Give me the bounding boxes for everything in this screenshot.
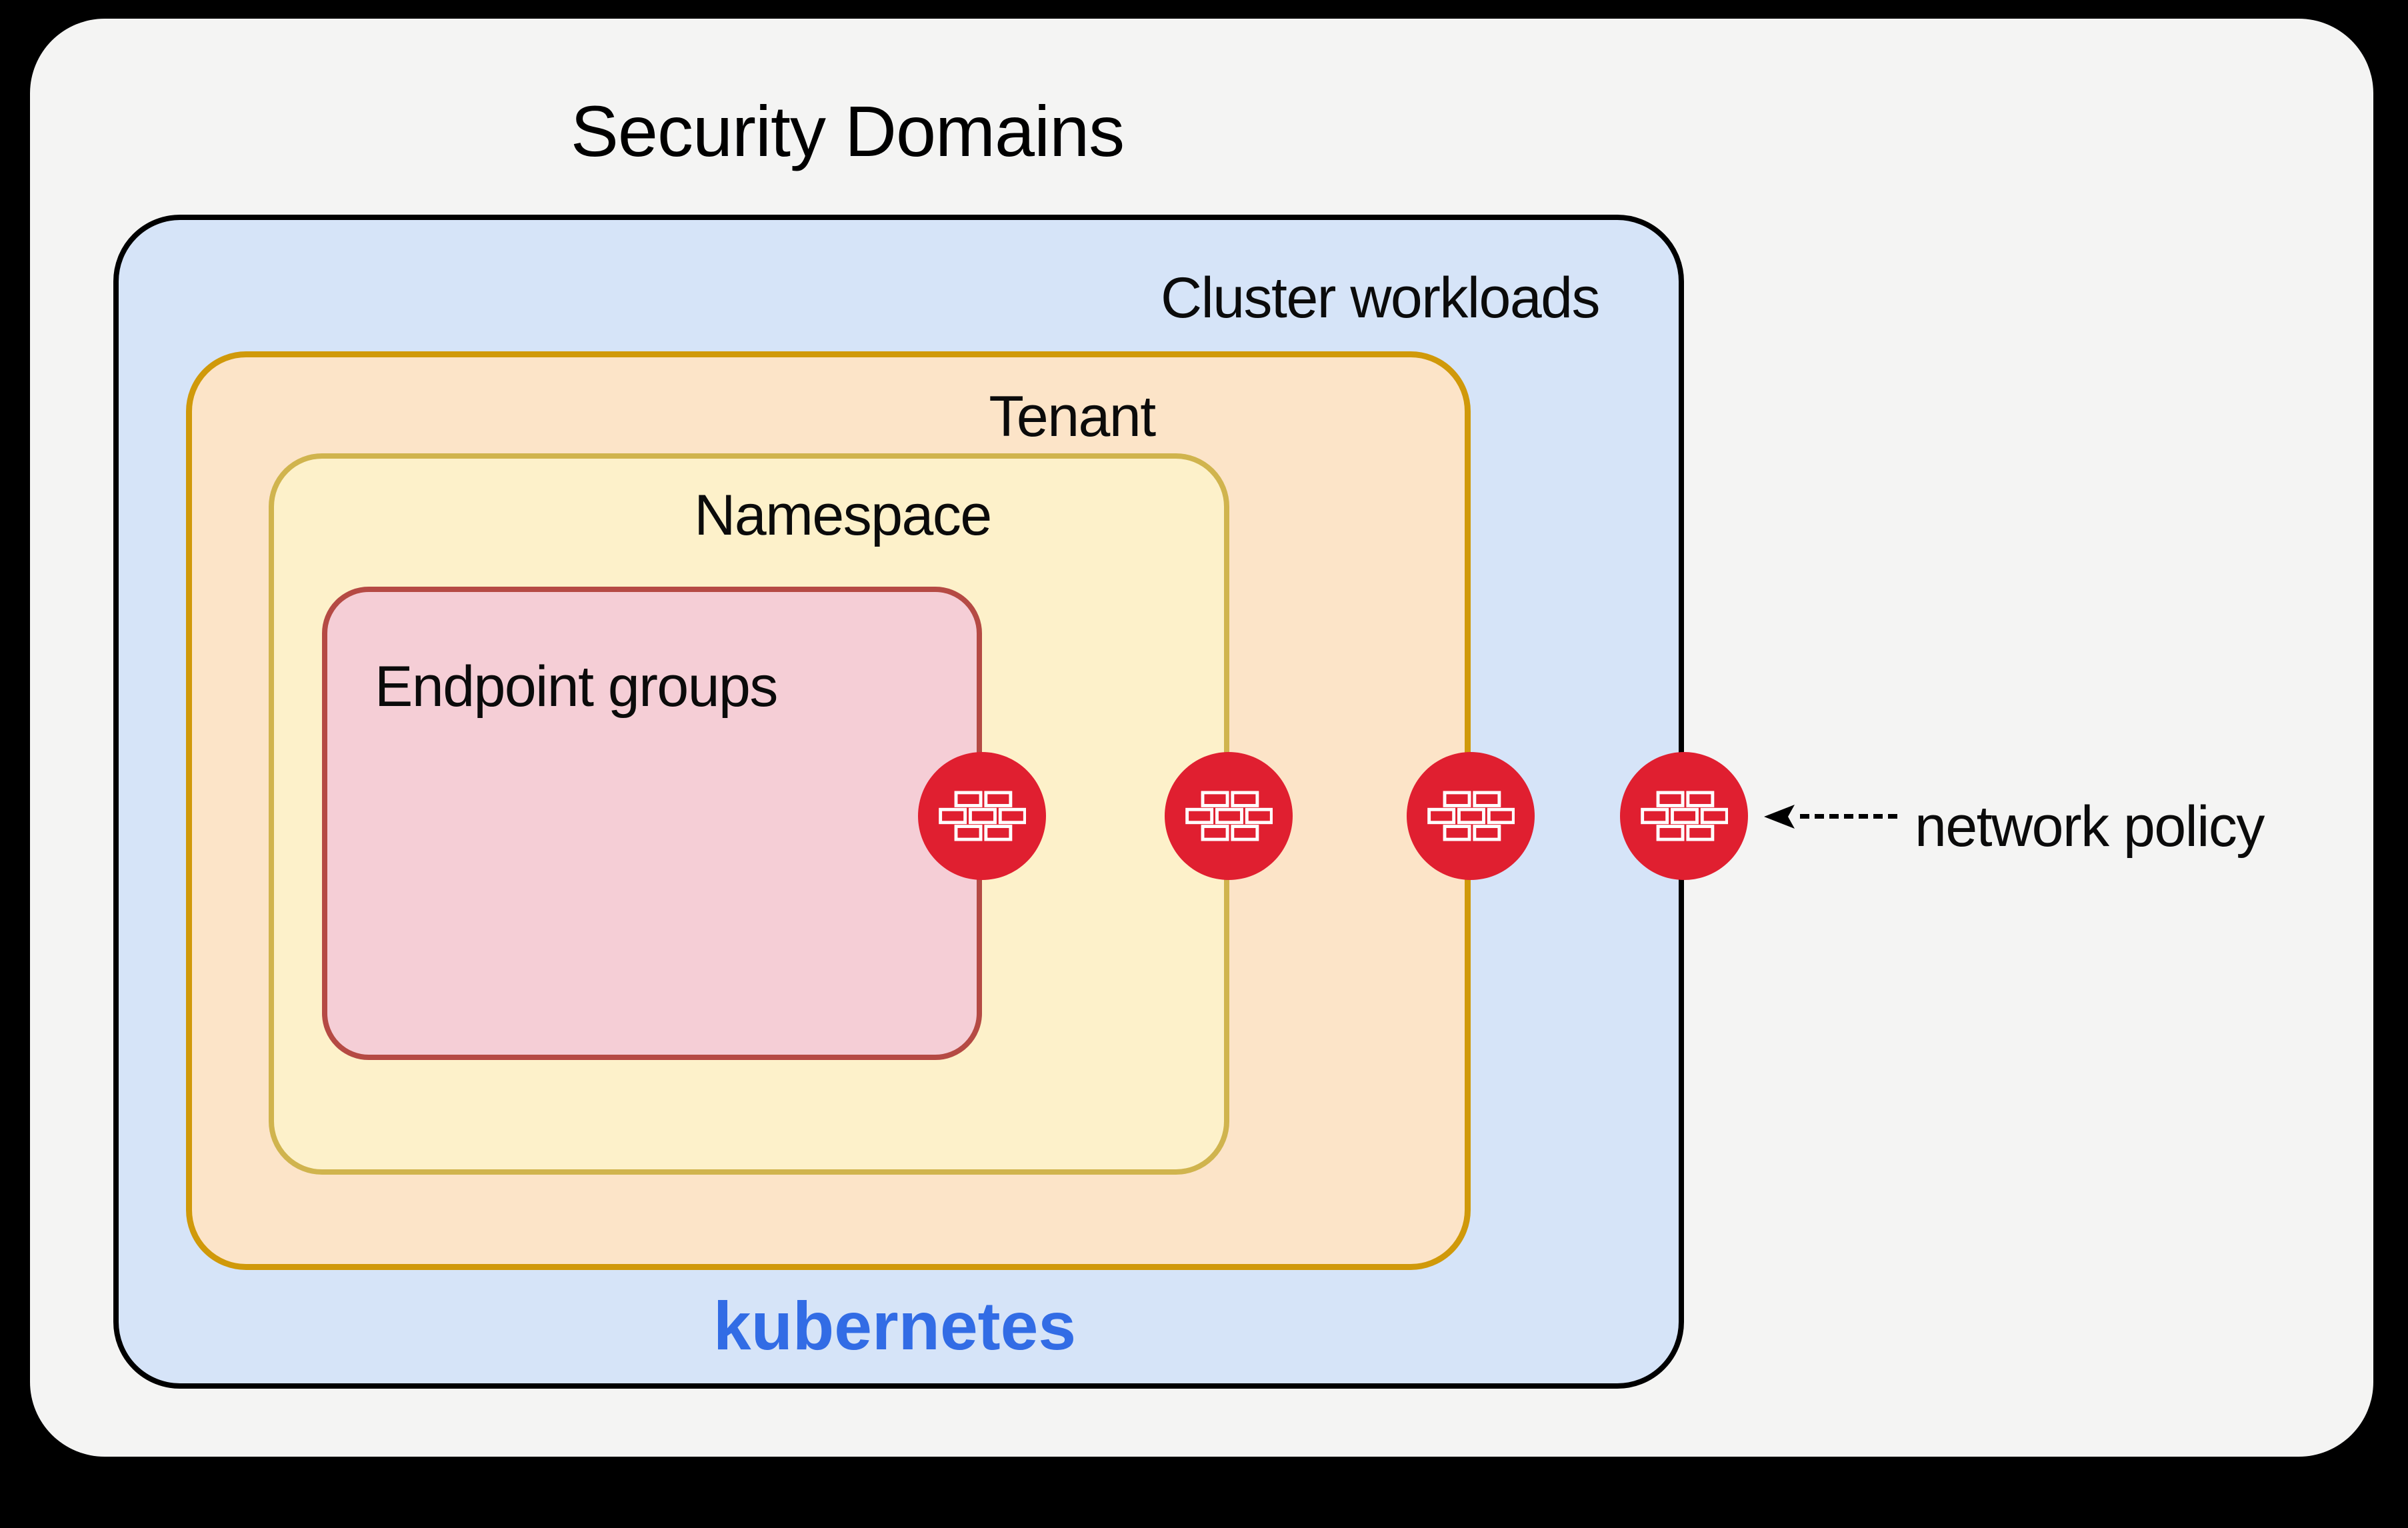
cluster-workloads-label: Cluster workloads <box>1161 266 1600 330</box>
endpoint-groups-label: Endpoint groups <box>375 655 778 719</box>
dashed-left-arrow-icon <box>1763 804 1795 833</box>
firewall-icon <box>1165 752 1293 880</box>
network-policy-label: network policy <box>1915 795 2265 859</box>
page-title: Security Domains <box>570 91 1125 171</box>
firewall-icon <box>918 752 1046 880</box>
namespace-label: Namespace <box>694 483 992 547</box>
dashed-arrow-line <box>1800 814 1897 819</box>
firewall-brick-icon <box>1641 791 1728 841</box>
endpoint-groups-box <box>322 587 982 1060</box>
kubernetes-label: kubernetes <box>713 1288 1077 1364</box>
firewall-brick-icon <box>1427 791 1515 841</box>
tenant-label: Tenant <box>989 385 1156 449</box>
firewall-brick-icon <box>1185 791 1273 841</box>
firewall-brick-icon <box>939 791 1026 841</box>
firewall-icon <box>1407 752 1535 880</box>
firewall-icon <box>1620 752 1748 880</box>
